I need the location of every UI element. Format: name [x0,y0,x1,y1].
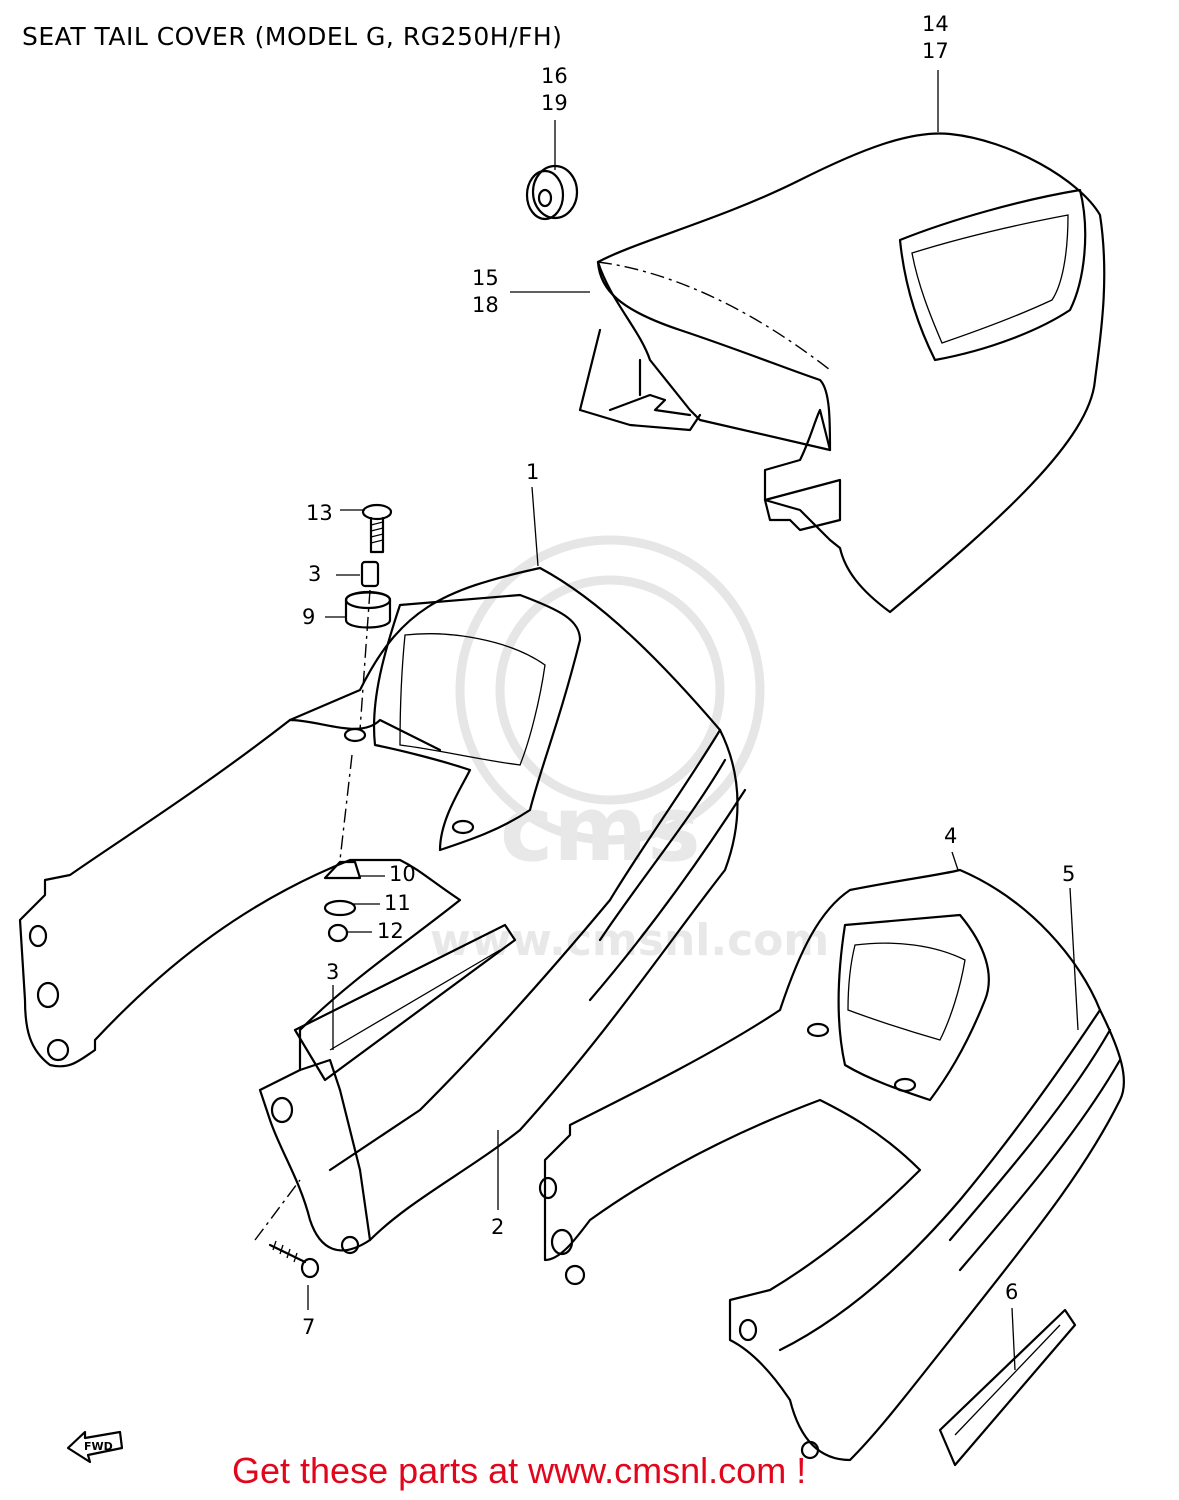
callout-2: 2 [491,1215,505,1239]
callout-10: 10 [389,862,416,886]
callout-7: 7 [302,1315,316,1339]
screw-part-7 [254,1179,320,1310]
callout-11: 11 [384,891,411,915]
callout-3a: 3 [308,562,322,586]
footer-link[interactable]: Get these parts at www.cmsnl.com ! [232,1450,807,1491]
callout-4: 4 [944,824,958,848]
fwd-label: FWD [84,1440,113,1453]
callout-13: 13 [306,501,333,525]
seat-tail-cover [578,132,1106,614]
grommet-part [525,164,579,221]
callout-6: 6 [1005,1280,1019,1304]
cmsnl-watermark: cms www.cmsnl.com [430,535,829,966]
diagram-title: SEAT TAIL COVER (MODEL G, RG250H/FH) [22,22,563,51]
leader-lines [332,70,1079,1371]
watermark-url-text: www.cmsnl.com [430,915,829,966]
right-tail-cover [538,868,1125,1462]
fwd-arrow-icon: FWD [66,1430,124,1464]
emblem-part-6 [938,1308,1077,1467]
callout-1: 1 [526,460,540,484]
callout-12: 12 [377,919,404,943]
callout-5: 5 [1062,862,1076,886]
left-tail-cover [18,566,747,1255]
callout-3b: 3 [326,960,340,984]
callout-9: 9 [302,605,316,629]
hardware-stack [323,503,393,943]
watermark-logo-text: cms [500,777,701,882]
